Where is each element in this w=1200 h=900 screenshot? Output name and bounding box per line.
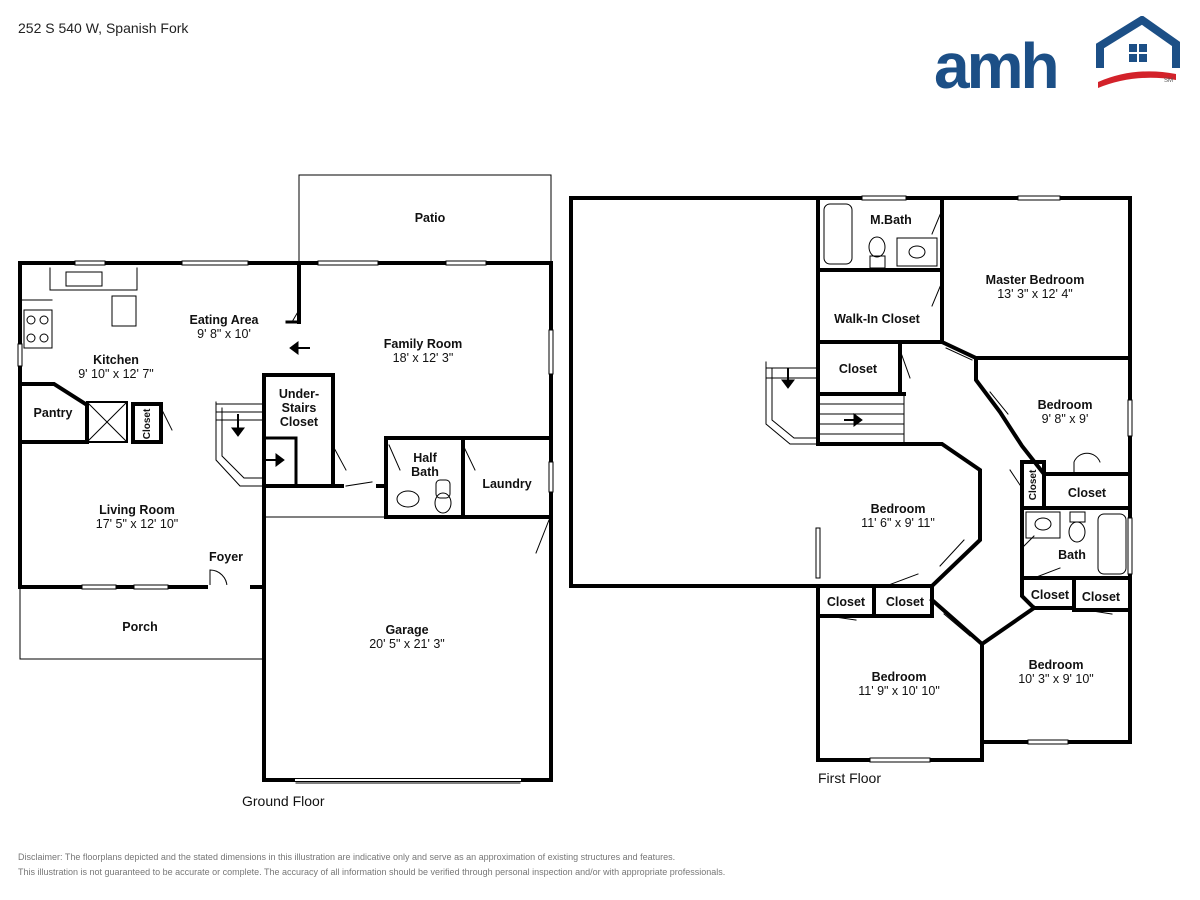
garage-dims: 20' 5" x 21' 3" [369, 637, 445, 651]
eating-area-dims: 9' 8" x 10' [197, 327, 251, 341]
master-bedroom-dims: 13' 3" x 12' 4" [997, 287, 1073, 301]
living-room-dims: 17' 5" x 12' 10" [96, 517, 178, 531]
bedroom-5-label: Bedroom [1029, 658, 1084, 672]
under-stairs-line2: Stairs [282, 401, 317, 415]
bedroom-5-dims: 10' 3" x 9' 10" [1018, 672, 1094, 686]
eating-area-label: Eating Area [189, 313, 259, 327]
closet-6-label: Closet [886, 595, 925, 609]
closet-5-label: Closet [827, 595, 866, 609]
pantry-label: Pantry [34, 406, 73, 420]
family-room-dims: 18' x 12' 3" [393, 351, 454, 365]
kitchen-dims: 9' 10" x 12' 7" [78, 367, 154, 381]
ground-floor-label: Ground Floor [242, 793, 325, 809]
kitchen-label: Kitchen [93, 353, 139, 367]
first-floor-label: First Floor [818, 770, 881, 786]
first-floor-plan [569, 195, 1133, 763]
disclaimer-line-2: This illustration is not guaranteed to b… [18, 867, 726, 877]
master-bedroom-label: Master Bedroom [986, 273, 1085, 287]
under-stairs-line3: Closet [280, 415, 319, 429]
amh-logo: amh SM [930, 16, 1185, 98]
m-bath-label: M.Bath [870, 213, 912, 227]
foyer-label: Foyer [209, 550, 243, 564]
patio-label: Patio [415, 211, 446, 225]
bedroom-4-label: Bedroom [872, 670, 927, 684]
closet-3-label: Closet [1031, 588, 1070, 602]
ground-floor-plan [17, 174, 554, 784]
family-room-label: Family Room [384, 337, 463, 351]
bedroom-2-label: Bedroom [1038, 398, 1093, 412]
garage-label: Garage [385, 623, 428, 637]
closet-vertical-label: Closet [1028, 469, 1039, 500]
bath-label: Bath [1058, 548, 1086, 562]
disclaimer-line-1: Disclaimer: The floorplans depicted and … [18, 852, 676, 862]
closet-1-label: Closet [839, 362, 878, 376]
closet-2-label: Closet [1068, 486, 1107, 500]
half-bath-line2: Bath [411, 465, 439, 479]
property-address: 252 S 540 W, Spanish Fork [18, 20, 189, 36]
laundry-label: Laundry [482, 477, 531, 491]
house-roof-icon [1096, 16, 1180, 88]
half-bath-line1: Half [413, 451, 437, 465]
living-room-label: Living Room [99, 503, 175, 517]
under-stairs-line1: Under- [279, 387, 319, 401]
bedroom-4-dims: 11' 9" x 10' 10" [858, 684, 940, 698]
closet-4-label: Closet [1082, 590, 1121, 604]
walk-in-closet-label: Walk-In Closet [834, 312, 920, 326]
porch-label: Porch [122, 620, 157, 634]
bedroom-3-dims: 11' 6" x 9' 11" [861, 516, 935, 530]
bedroom-3-label: Bedroom [871, 502, 926, 516]
bedroom-2-dims: 9' 8" x 9' [1042, 412, 1089, 426]
service-mark: SM [1164, 78, 1173, 84]
logo-text: amh [934, 30, 1060, 102]
ground-closet-label: Closet [142, 408, 153, 439]
